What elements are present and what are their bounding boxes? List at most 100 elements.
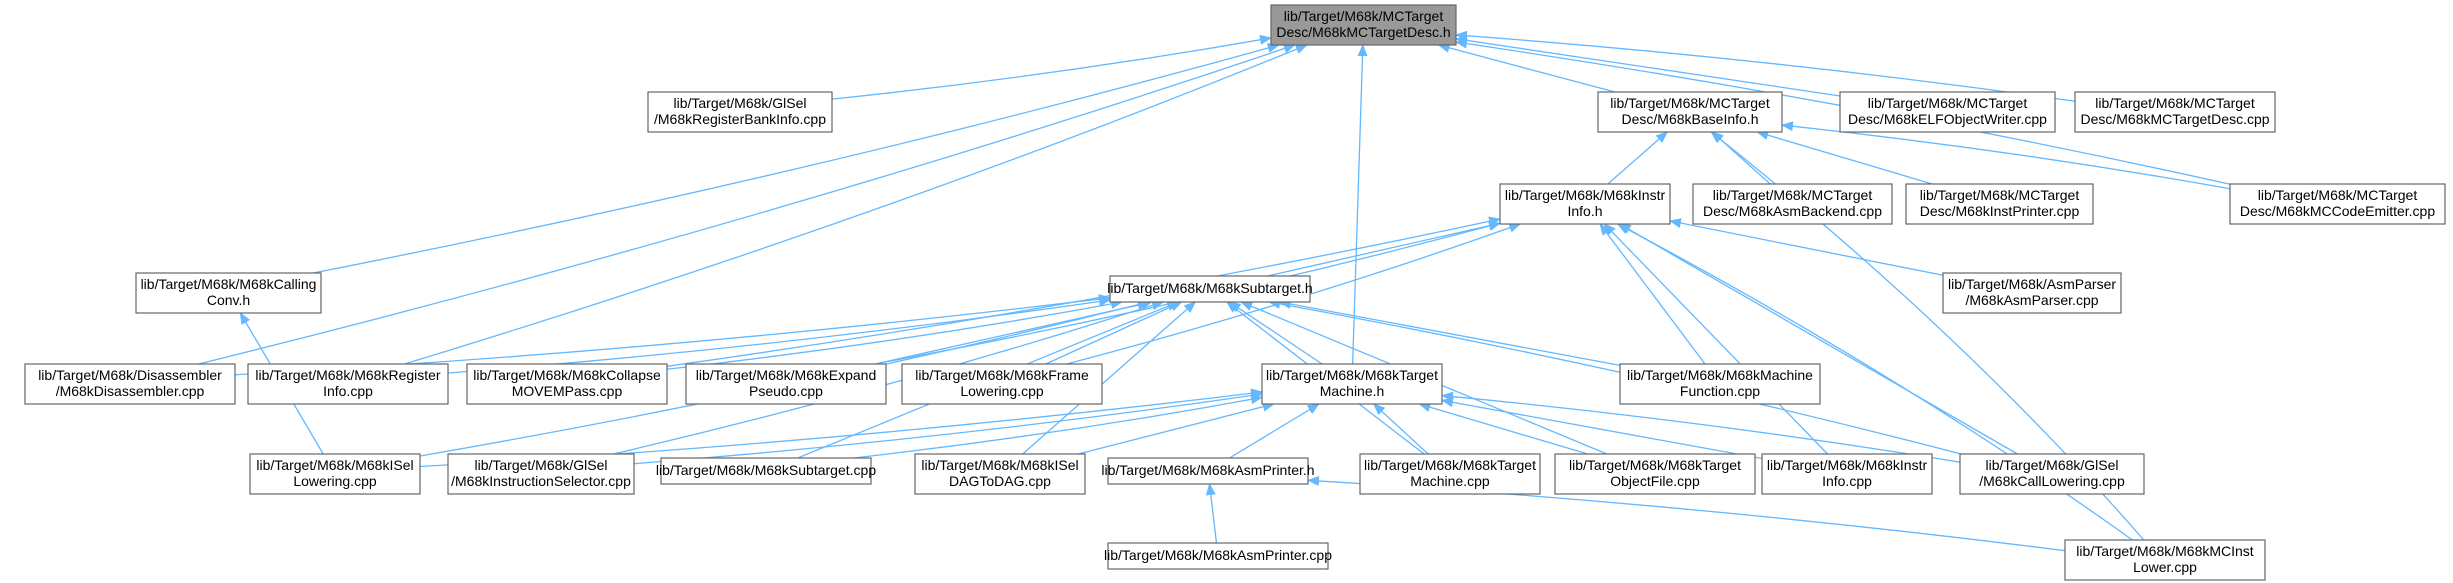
node-asmparser[interactable]: lib/Target/M68k/AsmParser/M68kAsmParser.… bbox=[1942, 272, 2122, 314]
node-codeemitter[interactable]: lib/Target/M68k/MCTargetDesc/M68kMCCodeE… bbox=[2229, 183, 2446, 225]
node-instselector[interactable]: lib/Target/M68k/GlSel/M68kInstructionSel… bbox=[447, 453, 635, 495]
node-instprinter[interactable]: lib/Target/M68k/MCTargetDesc/M68kInstPri… bbox=[1905, 183, 2094, 225]
node-box bbox=[2229, 183, 2446, 225]
node-label: /M68kInstructionSelector.cpp bbox=[451, 473, 631, 489]
node-box bbox=[1597, 91, 1783, 133]
node-box bbox=[466, 363, 668, 405]
node-box bbox=[2074, 91, 2276, 133]
node-label: Machine.h bbox=[1320, 383, 1385, 399]
node-label: lib/Target/M68k/MCTarget bbox=[1868, 95, 2028, 111]
node-asmprinter_cpp[interactable]: lib/Target/M68k/M68kAsmPrinter.cpp bbox=[1104, 542, 1332, 570]
node-label: lib/Target/M68k/MCTarget bbox=[1610, 95, 1770, 111]
node-label: lib/Target/M68k/M68kInstr bbox=[1505, 187, 1666, 203]
node-label: lib/Target/M68k/M68kRegister bbox=[255, 367, 441, 383]
edge-elfwriter-to-root bbox=[1455, 35, 1841, 97]
node-calllowering[interactable]: lib/Target/M68k/GlSel/M68kCallLowering.c… bbox=[1959, 453, 2145, 495]
node-label: DAGToDAG.cpp bbox=[949, 473, 1051, 489]
node-box bbox=[685, 363, 887, 405]
edge-targetdesc_cpp-to-root bbox=[1455, 30, 2076, 102]
edge-asmprinter_h-to-targetmachine_h bbox=[1229, 403, 1320, 459]
node-label: Info.h bbox=[1567, 203, 1602, 219]
node-label: lib/Target/M68k/MCTarget bbox=[2258, 187, 2418, 203]
node-label: lib/Target/M68k/M68kMCInst bbox=[2076, 543, 2254, 559]
edge-calllowering-to-instrinfo_h bbox=[1618, 223, 2018, 455]
node-label: lib/Target/M68k/GlSel bbox=[1985, 457, 2118, 473]
node-subtarget_h[interactable]: lib/Target/M68k/M68kSubtarget.h bbox=[1107, 275, 1313, 303]
nodes-layer: lib/Target/M68k/MCTargetDesc/M68kMCTarge… bbox=[24, 4, 2446, 581]
edge-targetmachine_h-to-root bbox=[1351, 44, 1368, 365]
node-label: lib/Target/M68k/GlSel bbox=[474, 457, 607, 473]
node-label: lib/Target/M68k/MCTarget bbox=[2095, 95, 2255, 111]
node-label: Lowering.cpp bbox=[293, 473, 376, 489]
node-label: lib/Target/M68k/GlSel bbox=[673, 95, 806, 111]
edge-machinefunction-to-instrinfo_h bbox=[1599, 223, 1706, 365]
node-box bbox=[1554, 453, 1756, 495]
node-label: lib/Target/M68k/M68kExpand bbox=[696, 367, 877, 383]
node-box bbox=[24, 363, 236, 405]
node-label: Lowering.cpp bbox=[960, 383, 1043, 399]
edge-reginfo-to-subtarget_h bbox=[447, 296, 1111, 374]
node-disassembler[interactable]: lib/Target/M68k/Disassembler/M68kDisasse… bbox=[24, 363, 236, 405]
node-label: lib/Target/M68k/M68kTarget bbox=[1364, 457, 1536, 473]
node-box bbox=[135, 272, 322, 314]
edge-subtarget_cpp-to-targetmachine_h bbox=[853, 394, 1263, 459]
node-label: lib/Target/M68k/MCTarget bbox=[1713, 187, 1873, 203]
node-box bbox=[1692, 183, 1893, 225]
edge-globalisel_regbank-to-root bbox=[831, 34, 1272, 100]
edge-iseldag-to-subtarget_h bbox=[1022, 301, 1196, 455]
node-root[interactable]: lib/Target/M68k/MCTargetDesc/M68kMCTarge… bbox=[1270, 4, 1457, 46]
node-box bbox=[1261, 363, 1443, 405]
node-box bbox=[1959, 453, 2145, 495]
node-targetdesc_cpp[interactable]: lib/Target/M68k/MCTargetDesc/M68kMCTarge… bbox=[2074, 91, 2276, 133]
node-label: Info.cpp bbox=[1822, 473, 1872, 489]
node-box bbox=[249, 453, 421, 495]
node-label: Desc/M68kInstPrinter.cpp bbox=[1920, 203, 2080, 219]
edge-reginfo-to-root bbox=[404, 44, 1308, 365]
node-box bbox=[1761, 453, 1933, 495]
node-box bbox=[2064, 539, 2266, 581]
node-label: Desc/M68kAsmBackend.cpp bbox=[1703, 203, 1882, 219]
node-label: /M68kRegisterBankInfo.cpp bbox=[654, 111, 826, 127]
node-label: Desc/M68kMCTargetDesc.cpp bbox=[2080, 111, 2269, 127]
node-box bbox=[1839, 91, 2056, 133]
node-label: /M68kDisassembler.cpp bbox=[56, 383, 205, 399]
node-collapse[interactable]: lib/Target/M68k/M68kCollapseMOVEMPass.cp… bbox=[466, 363, 668, 405]
node-label: lib/Target/M68k/MCTarget bbox=[1284, 8, 1444, 24]
node-baseinfo[interactable]: lib/Target/M68k/MCTargetDesc/M68kBaseInf… bbox=[1597, 91, 1783, 133]
edge-instprinter-to-baseinfo bbox=[1756, 130, 1933, 185]
node-label: lib/Target/M68k/M68kTarget bbox=[1266, 367, 1438, 383]
node-elfwriter[interactable]: lib/Target/M68k/MCTargetDesc/M68kELFObje… bbox=[1839, 91, 2056, 133]
edge-instrinfo_h-to-baseinfo bbox=[1607, 131, 1668, 185]
node-globalisel_regbank[interactable]: lib/Target/M68k/GlSel/M68kRegisterBankIn… bbox=[647, 91, 833, 133]
node-box bbox=[660, 457, 872, 485]
node-subtarget_cpp[interactable]: lib/Target/M68k/M68kSubtarget.cpp bbox=[656, 457, 876, 485]
edge-callingconv-to-root bbox=[313, 43, 1280, 274]
node-asmprinter_h[interactable]: lib/Target/M68k/M68kAsmPrinter.h bbox=[1101, 457, 1315, 485]
node-label: Machine.cpp bbox=[1410, 473, 1490, 489]
node-label: Desc/M68kBaseInfo.h bbox=[1622, 111, 1759, 127]
node-label: Desc/M68kMCTargetDesc.h bbox=[1276, 24, 1450, 40]
node-box bbox=[1499, 183, 1671, 225]
node-asmbackend[interactable]: lib/Target/M68k/MCTargetDesc/M68kAsmBack… bbox=[1692, 183, 1893, 225]
edge-subtarget_h-to-instrinfo_h bbox=[1267, 220, 1501, 277]
edge-instrinfo_cpp-to-targetmachine_h bbox=[1441, 397, 1763, 460]
node-label: lib/Target/M68k/M68kSubtarget.h bbox=[1107, 280, 1312, 296]
node-box bbox=[247, 363, 449, 405]
edge-asmprinter_cpp-to-asmprinter_h bbox=[1205, 483, 1218, 544]
node-label: lib/Target/M68k/AsmParser bbox=[1948, 276, 2116, 292]
node-label: lib/Target/M68k/M68kMachine bbox=[1627, 367, 1813, 383]
edge-objectfile-to-targetmachine_h bbox=[1418, 402, 1588, 455]
